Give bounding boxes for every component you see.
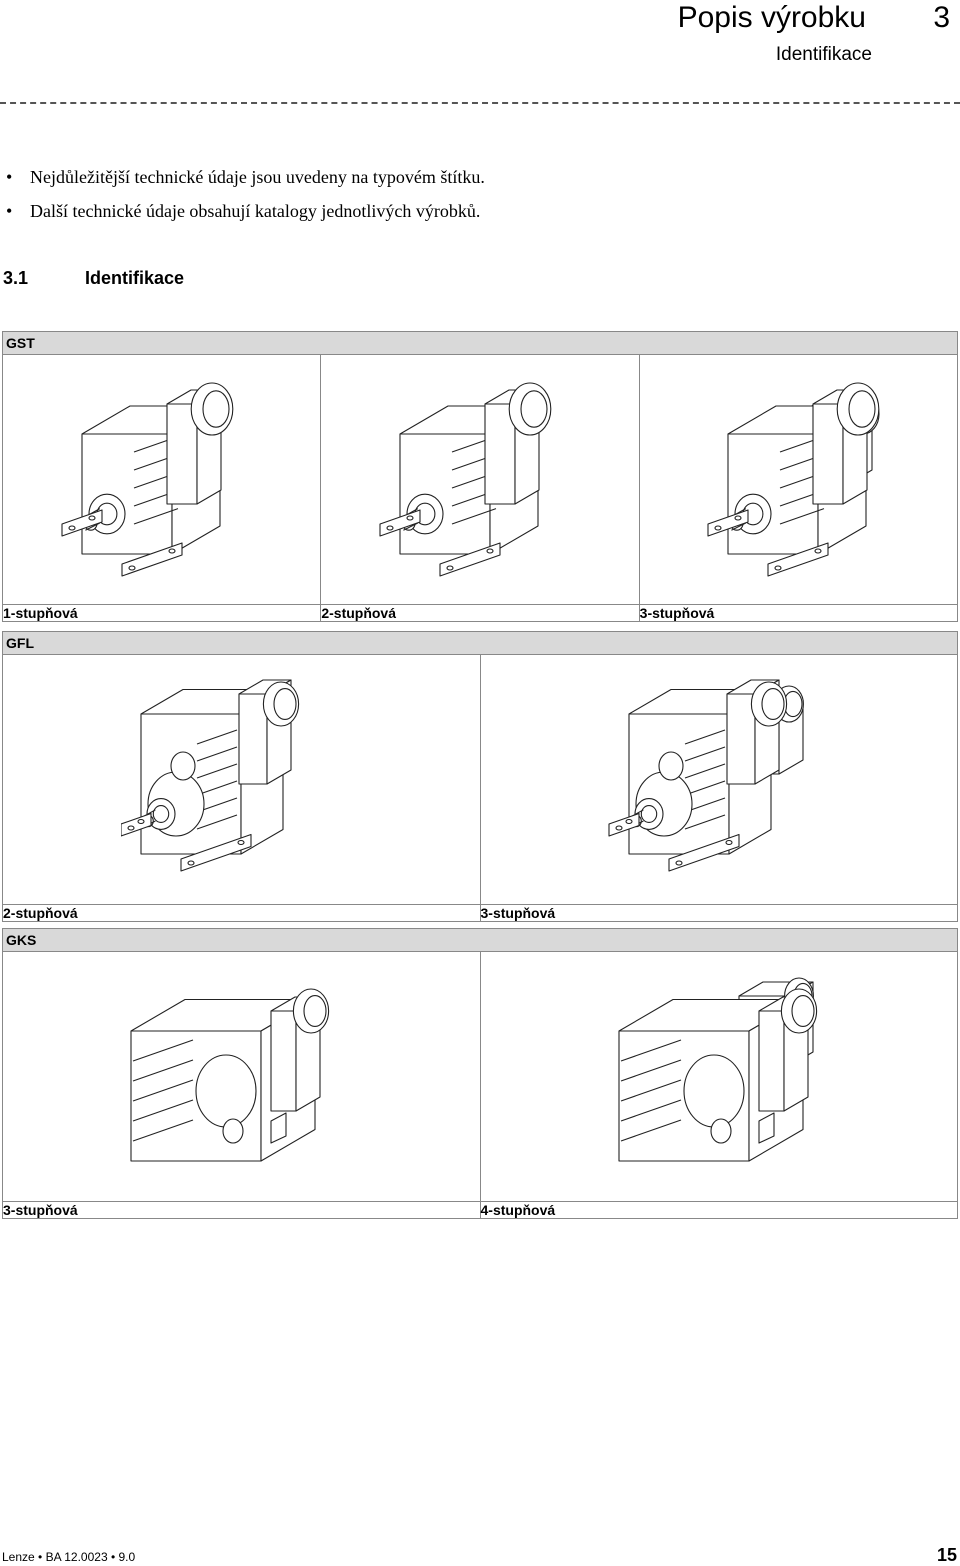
section-number: 3.1 <box>3 268 29 288</box>
info-bullet-list: • Nejdůležitější technické údaje jsou uve… <box>0 160 485 228</box>
group-label-gfl: GFL <box>2 631 958 655</box>
figure-caption: 2-stupňová <box>2 904 481 922</box>
group-label-gks: GKS <box>2 928 958 952</box>
gks-figure-table: GKS 3-stupňová 4-stupňová <box>2 928 958 1219</box>
bullet-text: Nejdůležitější technické údaje jsou uved… <box>30 167 485 187</box>
footer-document-id: Lenze • BA 12.0023 • 9.0 <box>2 1550 136 1564</box>
figure-cell <box>2 951 481 1202</box>
figure-cell <box>479 951 958 1202</box>
header-dashed-rule <box>0 102 960 104</box>
gst-figure-table: GST 1-stupňová 2-stupňová 3-stupňová <box>1 331 959 622</box>
gearbox-gst-1stage-drawing <box>61 382 234 577</box>
gearbox-gks-4stage-drawing <box>618 977 817 1162</box>
gearbox-gks-3stage-drawing <box>130 988 330 1162</box>
gfl-figure-table: GFL 2-stupňová 3-stupňová <box>2 631 958 922</box>
page-title: Popis výrobku <box>677 1 866 34</box>
figure-cell <box>2 654 481 905</box>
figure-cell <box>1 354 322 605</box>
gearbox-gst-2stage-drawing <box>379 382 552 577</box>
footer-page-number: 15 <box>936 1545 957 1565</box>
bullet-dot: • <box>6 201 13 221</box>
figure-caption: 2-stupňová <box>320 604 640 622</box>
figure-caption: 4-stupňová <box>479 1201 958 1219</box>
figure-caption: 3-stupňová <box>638 604 959 622</box>
figure-cell <box>638 354 959 605</box>
gearbox-gfl-3stage-drawing <box>608 679 804 872</box>
page-subtitle: Identifikace <box>775 44 872 65</box>
section-heading: 3.1 Identifikace <box>3 268 184 289</box>
figure-caption: 1-stupňová <box>1 604 322 622</box>
bullet-text: Další technické údaje obsahují katalogy … <box>30 201 481 221</box>
gearbox-gst-3stage-drawing <box>707 382 880 577</box>
bullet-item: • Další technické údaje obsahují katalogy… <box>0 194 485 228</box>
bullet-dot: • <box>6 167 13 187</box>
group-label-gst: GST <box>2 331 958 355</box>
chapter-number: 3 <box>933 1 950 34</box>
figure-cell <box>320 354 640 605</box>
gearbox-gfl-2stage-drawing <box>121 679 300 872</box>
figure-cell <box>479 654 958 905</box>
figure-caption: 3-stupňová <box>479 904 958 922</box>
section-title: Identifikace <box>85 268 185 288</box>
bullet-item: • Nejdůležitější technické údaje jsou uve… <box>0 160 485 194</box>
figure-caption: 3-stupňová <box>2 1201 481 1219</box>
